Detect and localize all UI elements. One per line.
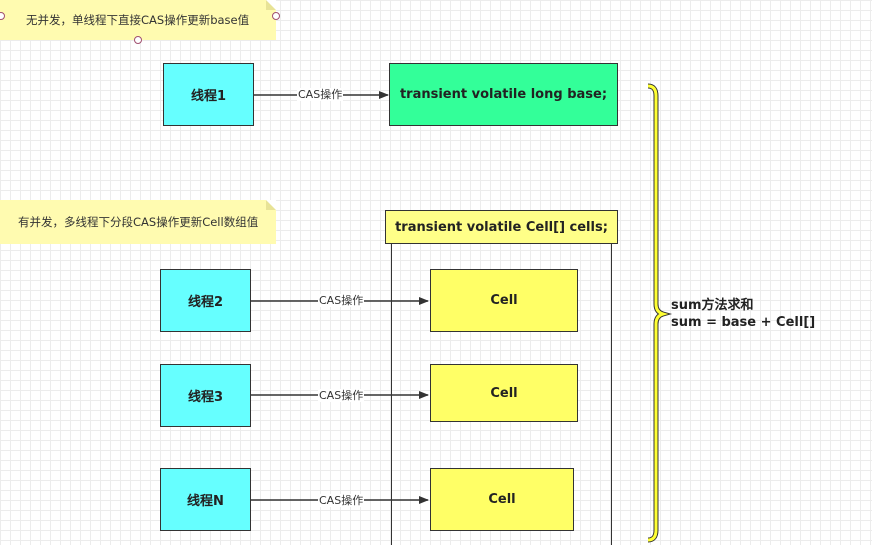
edge-label-cas: CAS操作 (297, 88, 344, 101)
thread-1-label: 线程1 (190, 89, 227, 104)
cell-box[interactable]: Cell (430, 468, 574, 531)
base-field-label: transient volatile long base; (399, 87, 608, 102)
cells-field-header[interactable]: transient volatile Cell[] cells; (385, 210, 618, 244)
thread-3-label: 线程3 (187, 390, 224, 405)
thread-2-box[interactable]: 线程2 (160, 269, 251, 332)
thread-3-box[interactable]: 线程3 (160, 364, 251, 427)
selection-handle-left[interactable] (0, 12, 5, 20)
thread-n-label: 线程N (187, 494, 224, 509)
sum-description: sum方法求和 sum = base + Cell[] (671, 297, 815, 331)
cell-label: Cell (488, 492, 516, 507)
thread-n-box[interactable]: 线程N (160, 468, 251, 531)
note-fold-icon (266, 200, 276, 210)
sum-brace-fill (647, 84, 669, 542)
sum-line-2: sum = base + Cell[] (671, 315, 816, 330)
edge-label-cas: CAS操作 (318, 294, 365, 307)
base-field-box[interactable]: transient volatile long base; (389, 63, 618, 126)
note-with-concurrency: 有并发，多线程下分段CAS操作更新Cell数组值 (0, 200, 276, 244)
edge-label-cas: CAS操作 (318, 389, 365, 402)
cell-box[interactable]: Cell (430, 269, 578, 332)
note-with-concurrency-text: 有并发，多线程下分段CAS操作更新Cell数组值 (18, 215, 259, 229)
selection-handle-bottom[interactable] (134, 36, 142, 44)
sum-line-1: sum方法求和 (671, 298, 754, 313)
edge-label-cas: CAS操作 (318, 494, 365, 507)
thread-1-box[interactable]: 线程1 (163, 63, 254, 126)
cells-field-label: transient volatile Cell[] cells; (395, 219, 608, 235)
note-no-concurrency: 无并发，单线程下直接CAS操作更新base值 (0, 0, 276, 40)
cells-array-container[interactable] (391, 244, 612, 545)
selection-handle-right[interactable] (272, 12, 280, 20)
cell-label: Cell (490, 385, 518, 401)
note-fold-icon (266, 0, 276, 10)
thread-2-label: 线程2 (187, 295, 224, 310)
cell-box[interactable]: Cell (430, 364, 578, 422)
note-no-concurrency-text: 无并发，单线程下直接CAS操作更新base值 (26, 13, 250, 27)
cell-label: Cell (490, 293, 518, 308)
